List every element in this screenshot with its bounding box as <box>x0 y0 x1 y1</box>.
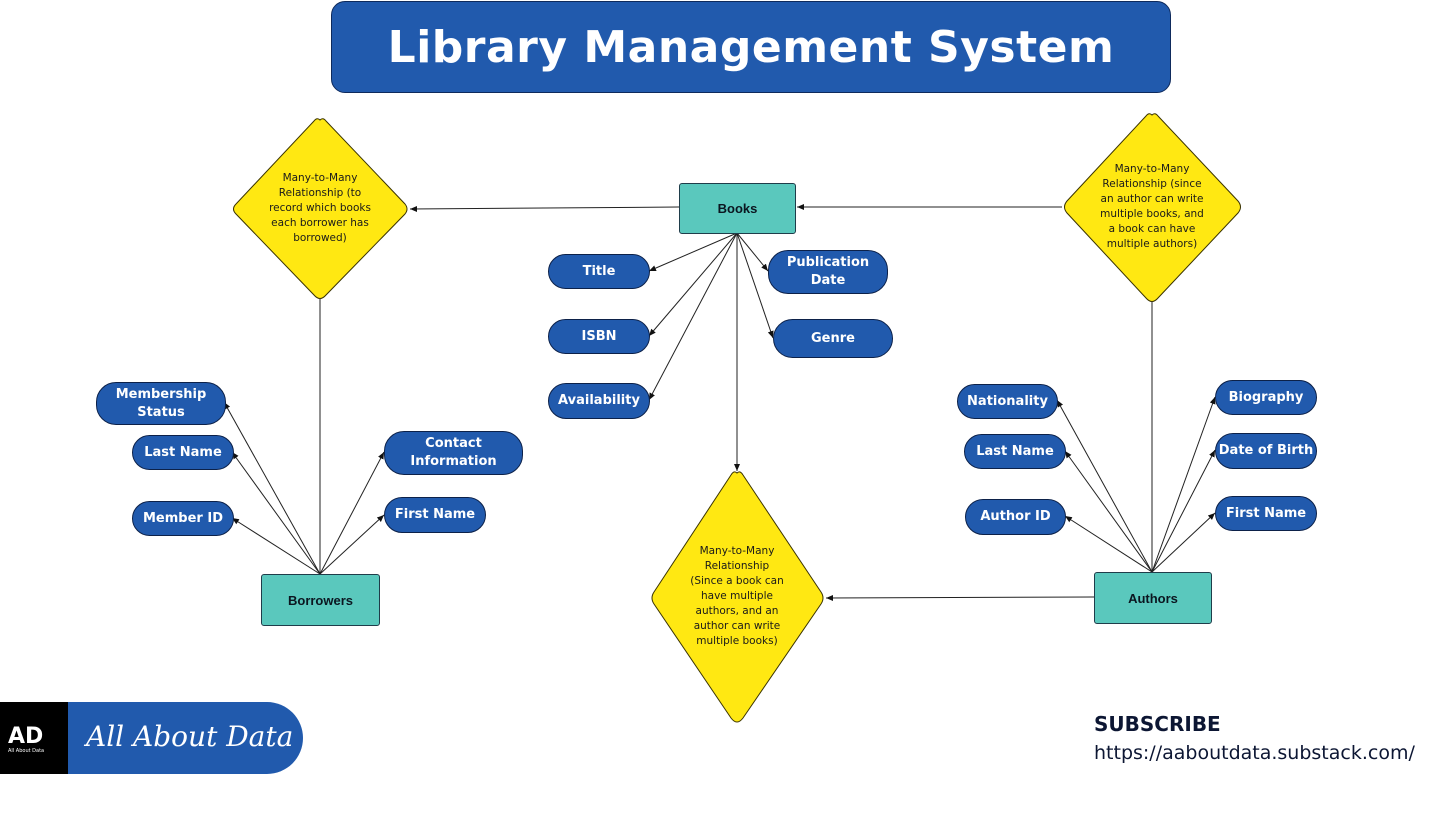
edge-authors-author-id <box>1064 515 1153 573</box>
borrow-relationship-diamond <box>233 118 408 299</box>
edge-authors-nationality <box>1056 399 1153 573</box>
attr-authors-biography[interactable]: Biography <box>1215 380 1317 415</box>
edge-books-title <box>648 232 738 272</box>
logo-mark: AD <box>8 724 44 749</box>
attr-books-title[interactable]: Title <box>548 254 650 289</box>
title-banner: Library Management System <box>331 1 1171 93</box>
borrow-relationship-label: Many-to-Many Relationship (to record whi… <box>269 171 371 244</box>
edge-borrowers-first-name <box>319 514 385 575</box>
subscribe-link[interactable]: https://aaboutdata.substack.com/ <box>1094 742 1415 764</box>
edge-authors-last-name <box>1064 450 1153 573</box>
edge-authors-date-of-birth <box>1151 449 1216 573</box>
attr-authors-author-id[interactable]: Author ID <box>965 499 1066 535</box>
edge-books-isbn <box>648 232 738 337</box>
brand-pill <box>30 702 303 774</box>
attr-borrowers-membership-status[interactable]: Membership Status <box>96 382 226 425</box>
attr-borrowers-first-name[interactable]: First Name <box>384 497 486 533</box>
entity-borrowers[interactable]: Borrowers <box>261 574 380 626</box>
attr-borrowers-last-name[interactable]: Last Name <box>132 435 234 470</box>
edge-authors-first-name <box>1151 512 1216 573</box>
brand-badge[interactable]: AD All About Data All About Data <box>0 702 303 774</box>
attr-borrowers-contact-information[interactable]: Contact Information <box>384 431 523 475</box>
authorship-relationship-label: Many-to-Many Relationship (Since a book … <box>690 544 784 647</box>
attr-borrowers-member-id[interactable]: Member ID <box>132 501 234 536</box>
edge-books-genre <box>736 232 774 339</box>
edge-borrowers-member-id <box>231 517 321 575</box>
attr-authors-last-name[interactable]: Last Name <box>964 434 1066 469</box>
attr-authors-date-of-birth[interactable]: Date of Birth <box>1215 433 1317 469</box>
write-relationship-diamond <box>1064 113 1241 302</box>
attr-books-publication-date[interactable]: Publication Date <box>768 250 888 294</box>
attr-authors-first-name[interactable]: First Name <box>1215 496 1317 531</box>
brand-name: All About Data <box>86 720 294 753</box>
attr-books-isbn[interactable]: ISBN <box>548 319 650 354</box>
edge-books-availability <box>648 232 738 401</box>
edge-authors-to-authorship <box>825 594 1095 601</box>
subscribe-heading: SUBSCRIBE <box>1094 712 1221 736</box>
entity-books[interactable]: Books <box>679 183 796 234</box>
write-relationship-label: Many-to-Many Relationship (since an auth… <box>1100 163 1204 250</box>
edge-books-to-borrow <box>409 205 680 212</box>
page-title: Library Management System <box>387 21 1115 73</box>
authorship-relationship-diamond <box>651 471 824 723</box>
entity-authors[interactable]: Authors <box>1094 572 1212 624</box>
attr-authors-nationality[interactable]: Nationality <box>957 384 1058 419</box>
edge-books-publication-date <box>736 232 769 272</box>
edge-borrowers-contact <box>319 451 385 575</box>
edge-borrowers-last-name <box>231 451 321 575</box>
brand-logo: AD All About Data <box>0 702 68 774</box>
logo-subtext: All About Data <box>8 748 45 754</box>
attr-books-availability[interactable]: Availability <box>548 383 650 419</box>
edge-authors-biography <box>1151 396 1216 573</box>
attr-books-genre[interactable]: Genre <box>773 319 893 358</box>
edge-borrowers-membership <box>223 401 321 575</box>
